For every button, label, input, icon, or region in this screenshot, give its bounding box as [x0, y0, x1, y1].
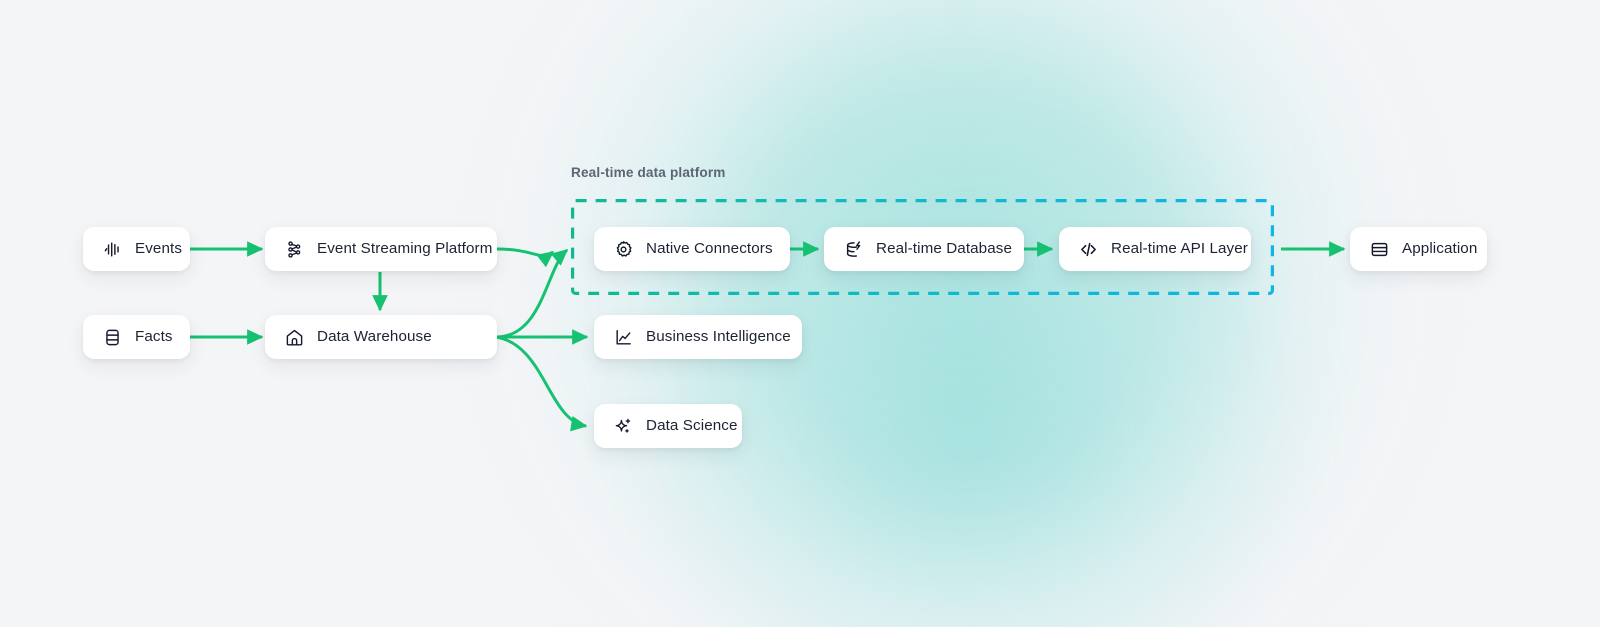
node-label: Real-time API Layer — [1111, 240, 1248, 258]
line-chart-icon — [614, 328, 633, 347]
node-application[interactable]: Application — [1350, 227, 1487, 271]
sparkles-icon — [614, 417, 633, 436]
background-glow-2 — [620, 120, 1320, 627]
node-event-streaming-platform[interactable]: Event Streaming Platform — [265, 227, 497, 271]
node-label: Event Streaming Platform — [317, 240, 493, 258]
platform-group-label: Real-time data platform — [571, 165, 726, 180]
background-glow — [430, 0, 1490, 627]
node-realtime-database[interactable]: Real-time Database — [824, 227, 1024, 271]
edge-warehouse-to-data-science — [495, 335, 588, 432]
node-data-science[interactable]: Data Science — [594, 404, 742, 448]
node-label: Facts — [135, 328, 173, 346]
warehouse-home-icon — [285, 328, 304, 347]
node-business-intelligence[interactable]: Business Intelligence — [594, 315, 802, 359]
edge-warehouse-to-connectors — [495, 248, 569, 339]
gear-icon — [614, 240, 633, 259]
node-label: Data Warehouse — [317, 328, 432, 346]
node-native-connectors[interactable]: Native Connectors — [594, 227, 790, 271]
node-label: Native Connectors — [646, 240, 773, 258]
browser-window-icon — [1370, 240, 1389, 259]
node-label: Real-time Database — [876, 240, 1013, 258]
node-facts[interactable]: Facts — [83, 315, 190, 359]
code-brackets-icon — [1079, 240, 1098, 259]
network-nodes-icon — [285, 240, 304, 259]
node-realtime-api-layer[interactable]: Real-time API Layer — [1059, 227, 1251, 271]
edge-streaming-to-connectors — [496, 247, 555, 268]
node-data-warehouse[interactable]: Data Warehouse — [265, 315, 497, 359]
database-bolt-icon — [844, 240, 863, 259]
activity-waveform-icon — [103, 240, 122, 259]
node-label: Events — [135, 240, 183, 258]
node-label: Application — [1402, 240, 1478, 258]
database-stack-icon — [103, 328, 122, 347]
node-events[interactable]: Events — [83, 227, 190, 271]
node-label: Data Science — [646, 417, 738, 435]
node-label: Business Intelligence — [646, 328, 791, 346]
